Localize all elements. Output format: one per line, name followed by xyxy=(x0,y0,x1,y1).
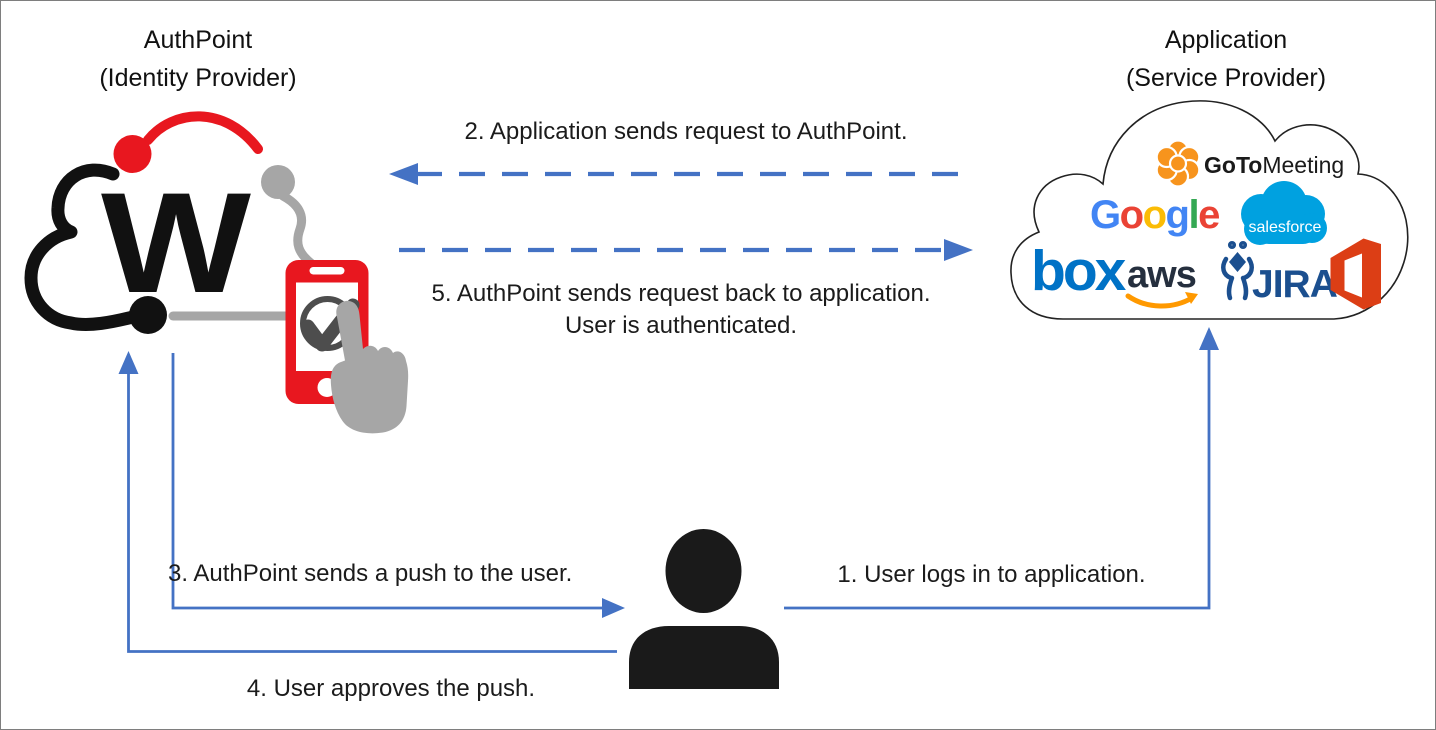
step1-label: 1. User logs in to application. xyxy=(837,561,1146,588)
cloud-outline xyxy=(24,163,140,331)
black-dot xyxy=(129,296,167,334)
aws-logo: aws xyxy=(1125,254,1198,309)
pointing-hand-icon xyxy=(330,300,409,434)
aws-text: aws xyxy=(1127,254,1196,296)
jira-figure-icon xyxy=(1221,240,1254,301)
step5-label-line2: User is authenticated. xyxy=(564,312,798,339)
jira-figure-head xyxy=(1229,252,1246,272)
step1-arrow-line xyxy=(784,347,1211,610)
aws-smile-icon xyxy=(1125,293,1195,309)
jira-text: JIRA xyxy=(1252,263,1338,306)
user-body xyxy=(629,626,779,689)
step2-arrowhead-left xyxy=(389,163,418,185)
red-arc xyxy=(143,111,263,154)
salesforce-cloud-icon xyxy=(1241,181,1327,245)
sp-title-line2: (Service Provider) xyxy=(1125,64,1327,92)
jira-logo: JIRA xyxy=(1221,240,1339,306)
step4-arrowhead-up xyxy=(118,351,139,374)
user-head xyxy=(665,529,742,613)
step3-arrowhead-right xyxy=(602,598,625,618)
step3-arrow-line xyxy=(171,353,605,610)
google-logo: Google xyxy=(1090,193,1219,237)
phone-approve-icon xyxy=(285,260,409,434)
user-icon xyxy=(629,529,779,689)
step5-label: 5. AuthPoint sends request back to appli… xyxy=(371,278,991,342)
step4-label: 4. User approves the push. xyxy=(246,675,536,702)
idp-title: AuthPoint (Identity Provider) xyxy=(28,21,368,97)
step4-arrow xyxy=(118,351,617,653)
step2-label: 2. Application sends request to AuthPoin… xyxy=(464,118,908,145)
gotomeeting-text: GoToMeeting xyxy=(1204,152,1344,178)
step5-label-line1: 5. AuthPoint sends request back to appli… xyxy=(431,280,931,307)
gotomeeting-logo: GoToMeeting xyxy=(1155,139,1344,188)
step4-arrow-line xyxy=(127,371,617,653)
office-logo xyxy=(1330,238,1381,310)
application-cloud: GoToMeeting Google salesforce box xyxy=(1010,100,1409,320)
gray-curve xyxy=(278,191,317,269)
sp-title: Application (Service Provider) xyxy=(1056,21,1396,97)
step5-arrowhead-right xyxy=(944,239,973,261)
sp-title-line1: Application xyxy=(1164,26,1288,54)
aws-smile-tip xyxy=(1185,292,1198,304)
idp-title-line1: AuthPoint xyxy=(143,26,253,54)
gray-dot xyxy=(261,165,295,199)
idp-title-line2: (Identity Provider) xyxy=(99,64,297,92)
step3-arrow xyxy=(171,353,625,618)
step2-arrow xyxy=(389,163,964,185)
watchguard-cloud-logo: W xyxy=(24,111,324,334)
phone-speaker xyxy=(309,267,345,275)
red-dot xyxy=(113,135,152,173)
watchguard-w-letter: W xyxy=(101,164,251,323)
step1-arrow xyxy=(784,327,1219,610)
salesforce-text: salesforce xyxy=(1249,219,1322,236)
step3-label: 3. AuthPoint sends a push to the user. xyxy=(168,560,573,587)
gotomeeting-daisy-icon xyxy=(1155,139,1201,188)
step5-arrow xyxy=(399,239,973,261)
box-logo: box xyxy=(1031,239,1127,303)
step1-arrowhead-up xyxy=(1199,327,1219,350)
salesforce-logo: salesforce xyxy=(1241,181,1327,245)
application-cloud-outline xyxy=(1010,100,1409,320)
